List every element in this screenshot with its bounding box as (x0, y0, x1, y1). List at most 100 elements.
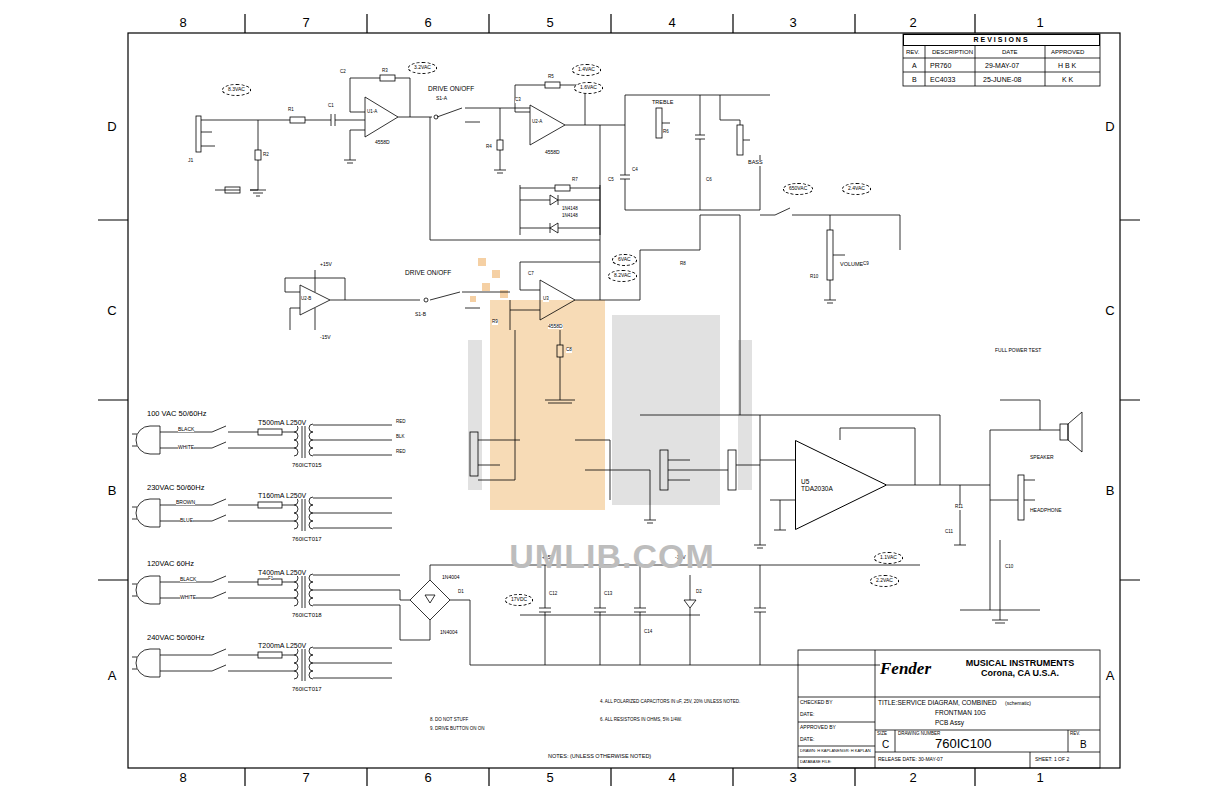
revision-table-lines (903, 34, 1100, 86)
test-point-bubble: 2.4VAC (842, 183, 871, 195)
schematic-label: EC4033 (930, 76, 955, 83)
schematic-label: T500mA L250V (258, 419, 306, 426)
schematic-wiring-part (424, 298, 428, 302)
schematic-label: APPROVED (1051, 49, 1084, 55)
power-inlet-230v (132, 495, 392, 531)
schematic-label: C13 (604, 592, 612, 597)
schematic-wiring-part (740, 208, 900, 415)
schematic-wiring-part (620, 95, 770, 210)
schematic-label: RED (396, 420, 406, 425)
schematic-label: T400mA L250V (258, 569, 306, 576)
zone-marker: 6 (424, 16, 431, 29)
zone-marker: 2 (909, 771, 916, 784)
revision-table-lines-part (903, 46, 1100, 86)
schematic-label: BLACK (178, 427, 194, 432)
node-text: 8.2VAC (614, 273, 631, 279)
schematic-label: 760ICT017 (292, 686, 322, 692)
schematic-label: R10 (810, 275, 818, 280)
schematic-wiring-part (437, 108, 530, 173)
zone-marker: 4 (668, 771, 675, 784)
schematic-wiring-part (365, 97, 398, 137)
test-point-bubble: 1.4VAC (572, 64, 601, 76)
zone-marker: D (107, 120, 116, 133)
schematic-label: 25-JUNE-08 (983, 76, 1022, 83)
schematic-label: U2-B (301, 297, 311, 302)
schematic-label: FRONTMAN 10G (935, 710, 986, 717)
power-inlet-120v (132, 572, 430, 640)
schematic-label: D2 (696, 590, 702, 595)
zone-marker: 1 (1036, 771, 1043, 784)
schematic-label: WHITE (178, 445, 194, 450)
schematic-label: BASS (748, 160, 763, 166)
watermark-logo-part (612, 315, 720, 505)
schematic-label: DESCRIPTION (932, 49, 973, 55)
node-text: 3.2VAC (414, 65, 431, 71)
schematic-label: U1-A (367, 110, 377, 115)
schematic-label: C5 (608, 178, 614, 183)
schematic-label: HEADPHONE (1030, 508, 1062, 513)
schematic-wiring-part (827, 230, 833, 280)
schematic-label: 240VAC 50/60Hz (147, 634, 204, 642)
test-point-bubble: 8.3VAC (222, 84, 251, 96)
watermark-logo-part (468, 340, 482, 490)
zone-marker: 2 (909, 16, 916, 29)
zone-marker: 4 (668, 16, 675, 29)
schematic-wiring-part (728, 450, 736, 490)
schematic-label: R1 (288, 108, 294, 113)
schematic-label: 1N4148 (562, 214, 578, 219)
title-block-lines (798, 650, 1100, 768)
schematic-label: 4558D (545, 150, 560, 155)
schematic-label: WHITE (180, 595, 196, 600)
schematic-label: DRIVE ON/OFF (428, 86, 474, 93)
schematic-label: 6. ALL RESISTORS IN OHMS, 5% 1/4W. (600, 718, 682, 723)
zone-marker: A (108, 669, 117, 682)
power-inlet-230v-part (258, 502, 282, 508)
power-inlet-240v-part (132, 649, 160, 677)
schematic-label: S1-B (415, 312, 426, 317)
watermark-logo-part (482, 283, 490, 291)
zone-marker: D (1105, 120, 1114, 133)
node-text: 2.2VAC (876, 578, 893, 584)
schematic-wiring-part (345, 292, 510, 308)
drawing-frame-part (128, 33, 1120, 768)
zone-marker: 1 (1036, 16, 1043, 29)
schematic-wiring-part (410, 565, 490, 665)
watermark: UMLIB.COM (509, 539, 714, 573)
node-text: TDA2030A (801, 485, 887, 492)
test-point-bubble: 8.2VAC (608, 270, 637, 282)
node-text: MUSICAL INSTRUMENTS (947, 658, 1093, 668)
zone-marker: 8 (179, 16, 186, 29)
schematic-label: DATE: (800, 712, 814, 717)
schematic-label: DATE: (800, 737, 814, 742)
schematic-label: 760ICT015 (292, 462, 322, 468)
power-inlet-100v-part (132, 426, 160, 454)
schematic-wiring-part (555, 185, 570, 191)
schematic-label: B (1080, 740, 1087, 750)
schematic-label: C9 (863, 262, 869, 267)
schematic-label: REV. (906, 49, 919, 55)
schematic-wiring-part (545, 82, 560, 88)
schematic-label: 4558D (548, 324, 563, 329)
zone-marker: 3 (789, 16, 796, 29)
node-text: REVISIONS (906, 36, 1097, 44)
zone-marker: 7 (302, 16, 309, 29)
schematic-label: PCB Assy (935, 720, 964, 727)
power-inlet-240v-part (294, 645, 392, 681)
schematic-label: BLK (396, 435, 405, 440)
schematic-label: F1 (268, 577, 273, 582)
schematic-label: 230VAC 50/60Hz (147, 484, 204, 492)
amplifier-symbol: U5TDA2030A (795, 440, 887, 530)
power-inlet-240v (132, 645, 392, 681)
schematic-label: DATE (1002, 49, 1018, 55)
schematic-label: APPROVED BY (800, 725, 836, 730)
schematic-label: 760ICT017 (292, 536, 322, 542)
schematic-wiring-part (201, 114, 365, 196)
power-inlet-230v-part (132, 499, 160, 527)
title-block-lines-part (798, 650, 1100, 768)
schematic-label: DATABASE FILE: (800, 760, 831, 764)
schematic-wiring-part (557, 345, 563, 357)
schematic-label: B (912, 76, 917, 83)
schematic-label: SPEAKER (1030, 455, 1054, 460)
zone-marker: B (1106, 484, 1115, 497)
schematic-label: R7 (572, 178, 578, 183)
